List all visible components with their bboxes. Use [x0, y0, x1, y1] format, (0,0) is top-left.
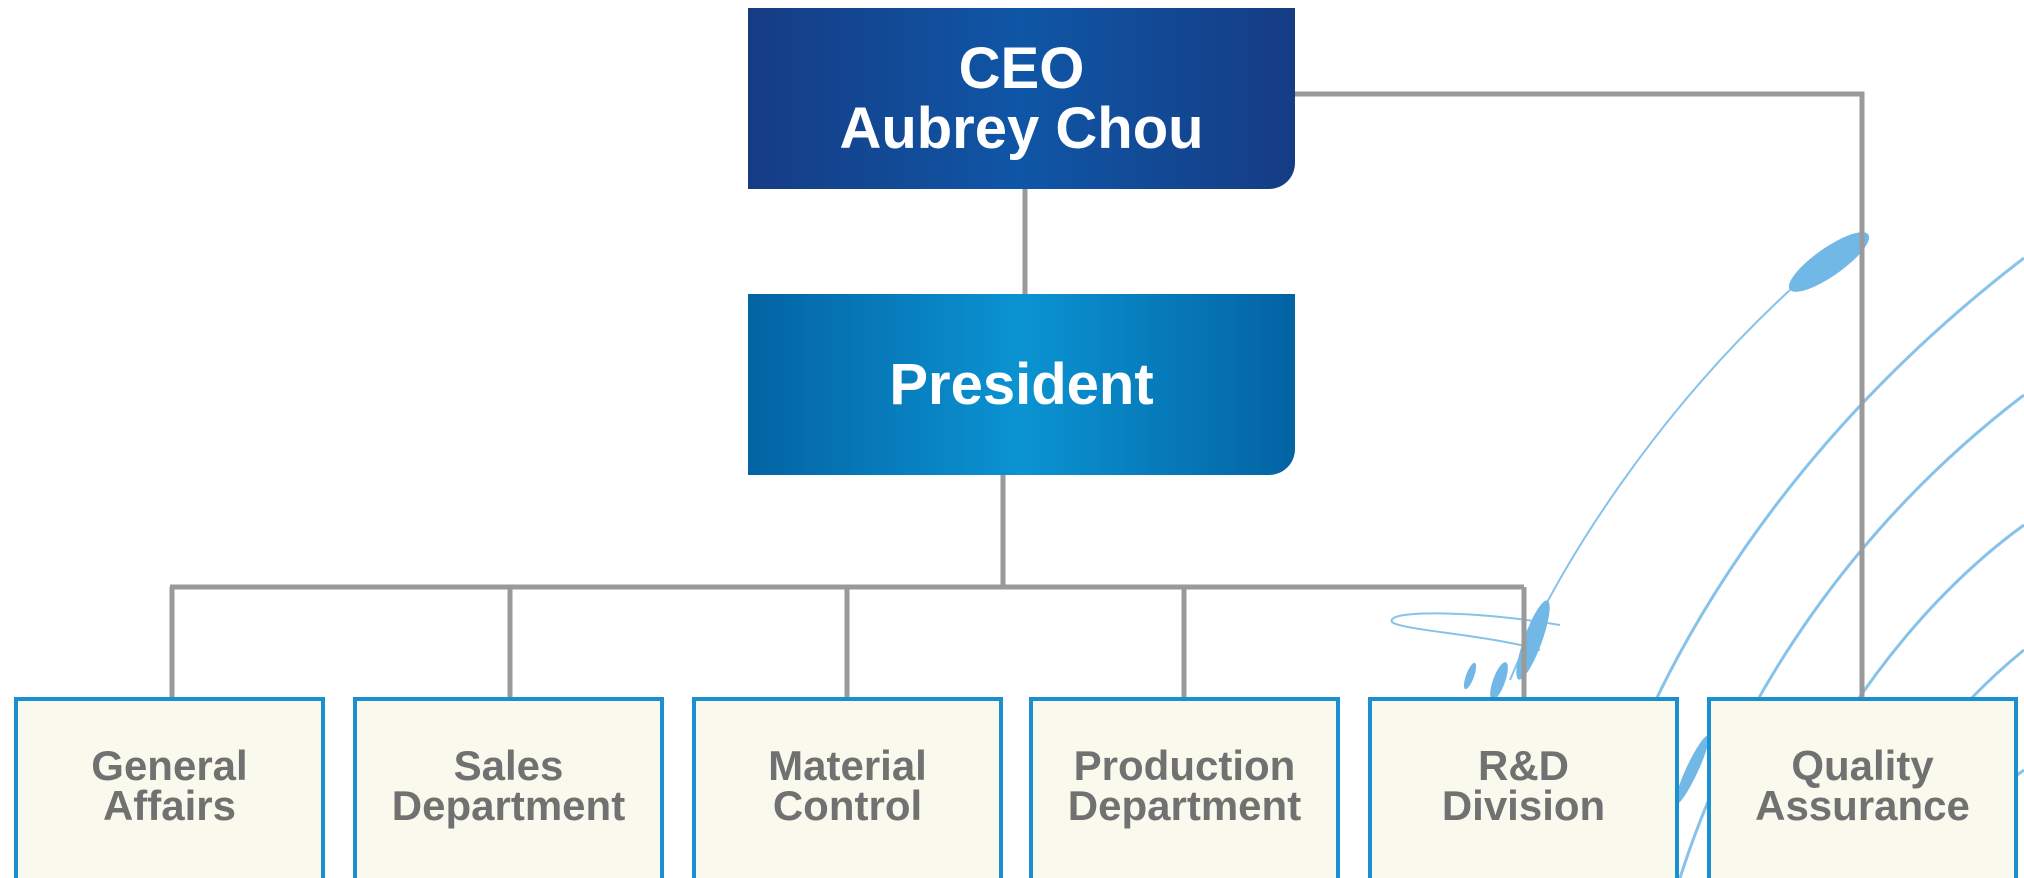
- department-label-line1: Quality: [1791, 742, 1934, 789]
- department-label-line2: Department: [1067, 782, 1302, 829]
- department-label-line1: Material: [768, 742, 927, 789]
- connector-ceo-quality: [1295, 91, 1865, 697]
- ceo-name: Aubrey Chou: [839, 95, 1204, 161]
- ceo-title: CEO: [958, 35, 1085, 101]
- department-box-production: Production Department: [1029, 697, 1340, 878]
- department-label-line2: Department: [391, 782, 626, 829]
- department-label-line2: Division: [1441, 782, 1606, 829]
- department-box-rd-division: R&D Division: [1368, 697, 1679, 878]
- department-box-quality-assurance: Quality Assurance: [1707, 697, 2018, 878]
- president-title: President: [889, 351, 1154, 417]
- ceo-box: CEO Aubrey Chou: [748, 8, 1295, 189]
- department-box-material-control: Material Control: [692, 697, 1003, 878]
- department-box-sales: Sales Department: [353, 697, 664, 878]
- department-label-line1: R&D: [1478, 742, 1569, 789]
- department-label-line1: General: [91, 742, 248, 789]
- department-label-line1: Sales: [453, 742, 564, 789]
- department-box-general-affairs: General Affairs: [14, 697, 325, 878]
- department-label-line2: Affairs: [102, 782, 237, 829]
- department-label-line2: Control: [772, 782, 923, 829]
- department-label-line2: Assurance: [1755, 782, 1970, 829]
- department-label-line1: Production: [1073, 742, 1296, 789]
- president-box: President: [748, 294, 1295, 475]
